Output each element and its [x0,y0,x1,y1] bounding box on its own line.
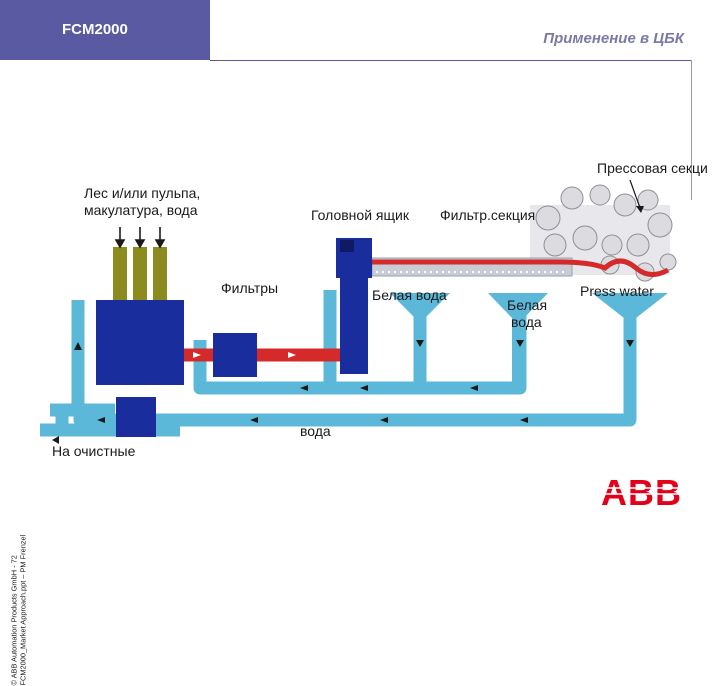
funnel-3 [592,293,668,318]
white-water-funnels [390,293,668,420]
label-raw-material-1: Лес и/или пульпа, [84,185,201,201]
pulper-tank [96,300,184,385]
headbox-column [340,274,368,374]
vertical-rule [691,60,692,200]
feed-columns [113,247,167,301]
label-headbox: Головной ящик [311,207,409,223]
roller [535,205,561,231]
label-filter-section: Фильтр.секция [440,207,536,223]
label-press-water: Press water [580,283,654,299]
label-water: вода [300,423,331,439]
tanks [96,238,372,437]
abb-logo: ABB [600,472,694,513]
treatment-tank [116,397,156,437]
label-white-water-2b: вода [511,314,542,330]
copyright-note: © ABB Automation Products GmbH - 72 FCM2… [9,220,28,686]
feed-arrows [114,227,166,249]
funnel-1-stem [415,318,425,388]
header-title: FCM2000 [62,21,128,38]
label-white-water-1: Белая вода [372,287,447,303]
funnel-2 [488,293,548,318]
header-right-panel [211,0,720,60]
label-white-water-2a: Белая [507,297,548,313]
roller [560,186,584,210]
press-pointer-head [636,206,644,213]
funnel-3-stem [624,318,636,420]
label-filters: Фильтры [221,280,279,296]
label-press-section: Прессовая секци [597,160,708,176]
press-pointer [629,179,641,209]
flow-arrows [52,340,634,444]
headbox-detail [340,240,354,252]
roller [601,234,623,256]
roller [626,233,650,257]
roller [613,193,637,217]
roller [589,184,611,206]
feed-column [133,247,147,301]
roller [637,189,659,211]
roller [647,212,673,238]
abb-logo-text: ABB [601,472,682,513]
header-left-panel [0,0,210,60]
label-raw-material-2: макулатура, вода [84,202,198,218]
feed-column [153,247,167,301]
paper-machine [530,184,677,282]
copyright-line-2: FCM2000_Market Approach.ppt – PM Frenzel [18,534,27,686]
header-rule [210,60,692,61]
header-subtitle: Применение в ЦБК [543,30,684,47]
roller [572,225,598,251]
paper-web-line [366,258,670,277]
label-to-treatment: На очистные [52,443,136,459]
roller [543,233,567,257]
feed-column [113,247,127,301]
funnel-1 [390,293,450,318]
process-diagram: ABB [40,179,694,513]
filter-tank [213,333,257,377]
funnel-2-stem [512,318,524,388]
roller [659,253,677,271]
copyright-line-1: © ABB Automation Products GmbH - 72 [9,555,19,686]
